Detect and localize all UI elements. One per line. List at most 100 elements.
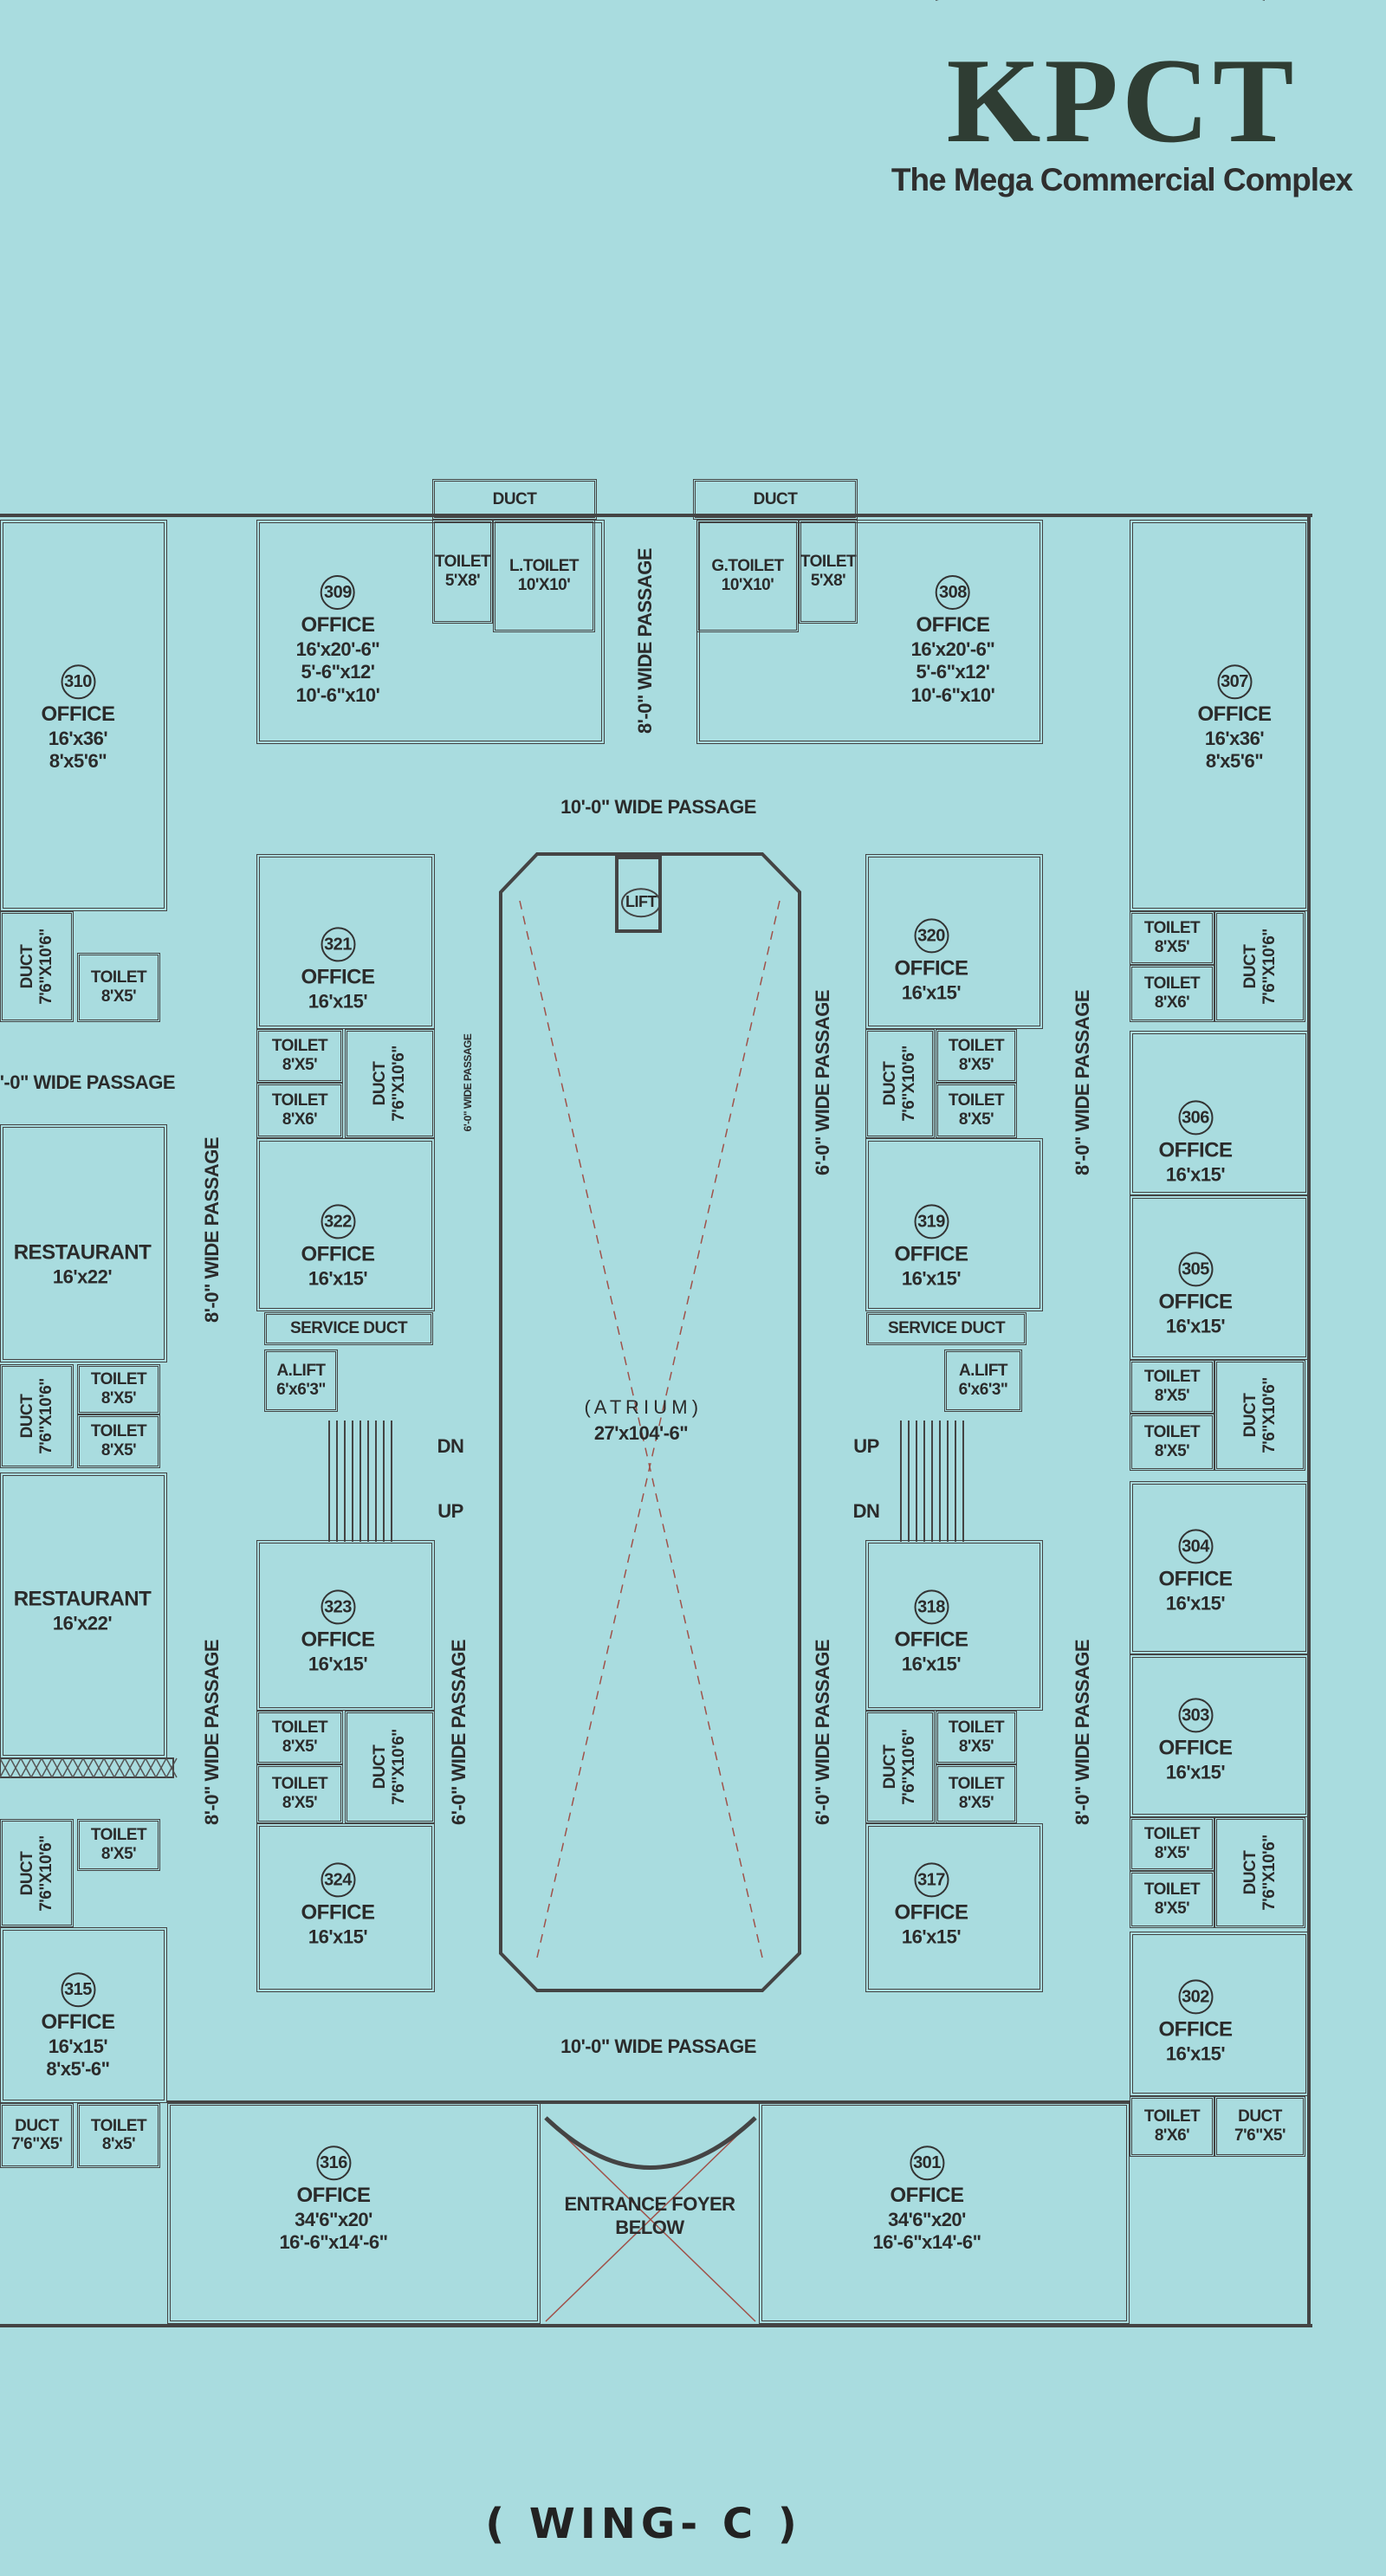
room-outline	[1130, 1932, 1309, 2096]
room-dimension: 16'x15'	[901, 1926, 962, 1948]
hatch-line	[124, 1757, 136, 1778]
utility-outline	[936, 1029, 1017, 1083]
utility-outline	[493, 520, 595, 632]
utility-name: DUCT	[881, 1744, 900, 1790]
room-dimension: 16'x15'	[308, 1926, 368, 1948]
hatch-line	[30, 1757, 42, 1778]
room-dimension: 16'x15'	[901, 1267, 962, 1290]
room-number: 301	[910, 2146, 944, 2181]
utility-dimension: 8'X5'	[100, 1441, 137, 1460]
utility-dimension: 7'6"X10'6"	[36, 929, 55, 1005]
stairs-left-dn: DN	[437, 1434, 464, 1457]
room-outline	[865, 1823, 1043, 1992]
foyer-label-below: BELOW	[615, 2216, 684, 2238]
utility-outline	[866, 1312, 1027, 1345]
room-outline	[865, 1540, 1043, 1711]
utility-outline	[865, 1711, 935, 1823]
stairs-left-up: UP	[437, 1499, 463, 1522]
utility-dimension: 6'x6'3"	[958, 1381, 1008, 1399]
utility-name: TOILET	[1143, 1368, 1201, 1387]
room-outline	[865, 854, 1043, 1029]
room-dimension: 16'x15'	[1165, 1315, 1226, 1337]
room-outline	[1130, 1481, 1309, 1654]
utility-name: TOILET	[271, 1091, 328, 1110]
foyer-void-line	[545, 2117, 756, 2322]
utility-outline	[77, 2103, 160, 2168]
utility-dimension: 7'6"X5'	[11, 2135, 62, 2154]
utility-label: DUCT	[754, 490, 798, 509]
passage-label: 8'-0" WIDE PASSAGE	[0, 1071, 176, 1093]
room-dimension: 16'x15'	[308, 990, 368, 1013]
room-type: OFFICE	[1158, 1138, 1234, 1162]
stairs-right-dn: DN	[852, 1499, 880, 1522]
utility-outline	[345, 1711, 435, 1823]
utility-dimension: 7'6"X5'	[1234, 2126, 1286, 2145]
room-number: 304	[1178, 1529, 1213, 1564]
utility-outline	[1214, 1817, 1305, 1928]
wing-label: ( WING- C )	[485, 2500, 802, 2548]
utility-name: DUCT	[371, 1061, 390, 1106]
room-type: RESTAURANT	[13, 1240, 152, 1265]
utility-name: TOILET	[1143, 974, 1201, 994]
room-outline	[759, 2102, 1130, 2324]
utility-dimension: 8'X5'	[282, 1794, 318, 1812]
room-outline	[0, 520, 167, 911]
room-number: 317	[914, 1862, 949, 1898]
room-dimension: 5'-6"x12'	[916, 661, 990, 683]
utility-dimension: 7'6"X10'6"	[390, 1729, 408, 1805]
room-dimension: 16'-6"x14'-6"	[279, 2231, 388, 2254]
room-type: OFFICE	[1197, 702, 1273, 727]
utility-name: TOILET	[948, 1775, 1005, 1794]
room-dimension: 16'x20'-6"	[295, 638, 380, 660]
room-outline	[256, 1138, 435, 1311]
logo-subtitle: The Mega Commercial Complex	[891, 162, 1353, 197]
room-number: 302	[1178, 1979, 1213, 2015]
utility-dimension: 8'X5'	[958, 1738, 994, 1756]
utility-name: TOILET	[1143, 919, 1201, 938]
utility-name: DUCT	[371, 1744, 390, 1790]
utility-name: TOILET	[90, 2116, 147, 2135]
utility-dimension: 7'6"X10'6"	[36, 1378, 55, 1454]
room-type: OFFICE	[894, 1628, 969, 1652]
passage-label: 8'-0" WIDE PASSAGE	[200, 1639, 223, 1826]
hatch-line	[0, 1757, 11, 1778]
room-number: 316	[316, 2146, 351, 2181]
utility-outline	[1214, 911, 1305, 1022]
atrium-lift-shaft	[615, 856, 662, 933]
utility-name: DUCT	[17, 1851, 36, 1895]
hatch-line	[145, 1757, 157, 1778]
utility-dimension: 10'X10'	[517, 576, 571, 594]
hatch-line	[93, 1757, 105, 1778]
utility-dimension: 8'X5'	[958, 1056, 994, 1074]
hatch-line	[165, 1757, 178, 1778]
utility-dimension: 8'X5'	[958, 1110, 994, 1129]
utility-name: DUCT	[15, 2116, 59, 2135]
passage-label: 8'-0" WIDE PASSAGE	[1071, 989, 1093, 1176]
utility-dimension: 7'6"X10'6"	[900, 1045, 918, 1122]
utility-outline	[0, 1364, 74, 1468]
room-outline	[167, 2102, 541, 2324]
utility-name: TOILET	[90, 968, 147, 987]
room-number: 303	[1178, 1698, 1213, 1733]
